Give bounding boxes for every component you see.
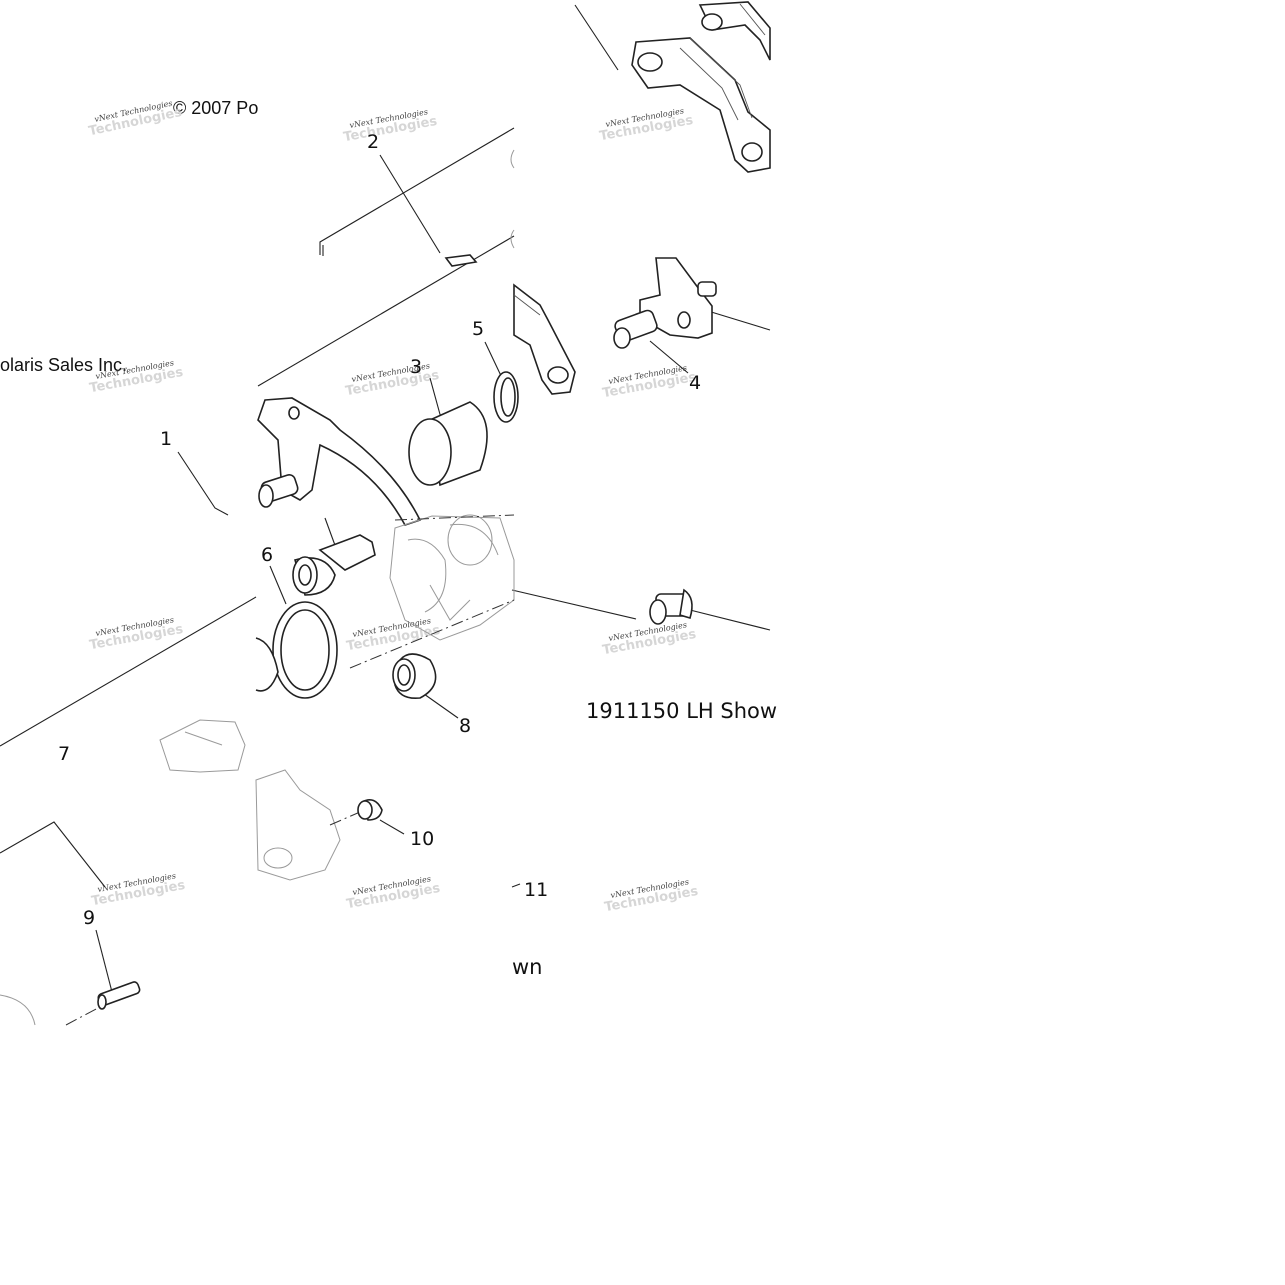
- note-fragment: wn: [512, 955, 543, 979]
- part-3-piston: [408, 401, 488, 487]
- callout-5: 5: [472, 318, 484, 340]
- callout-2: 2: [367, 131, 379, 153]
- mounting-bracket: [513, 283, 576, 395]
- callout-10: 10: [410, 828, 434, 850]
- watermark: Technologies vNext Technologies: [90, 871, 186, 909]
- watermark: Technologies vNext Technologies: [345, 874, 441, 912]
- watermark: Technologies vNext Technologies: [598, 106, 694, 144]
- leader-9: [95, 929, 113, 993]
- leader-3: [429, 377, 442, 419]
- copyright-text: © 2007 Po: [173, 98, 258, 118]
- leader-8: [423, 693, 459, 719]
- part-10-cap: [357, 799, 383, 821]
- leader-top: [574, 4, 619, 71]
- bracket-line-mid: [257, 235, 515, 387]
- part-2-housing: [444, 149, 515, 267]
- watermark: Technologies vNext Technologies: [601, 363, 697, 401]
- leader-5: [484, 341, 504, 381]
- caliper-body: [349, 514, 515, 669]
- watermark: Technologies vNext Technologies: [603, 877, 699, 915]
- callout-8: 8: [459, 715, 471, 737]
- leader-4: [649, 340, 689, 374]
- callout-11: 11: [524, 879, 548, 901]
- watermark: Technologies vNext Technologies: [345, 616, 441, 654]
- leader-4b: [707, 310, 771, 331]
- leader-bolt: [511, 589, 637, 620]
- caliper-bolt: [649, 588, 693, 625]
- callout-9: 9: [83, 907, 95, 929]
- leader-6: [269, 565, 287, 605]
- leader-10: [379, 819, 405, 835]
- leader-11: [511, 883, 521, 888]
- watermark: Technologies vNext Technologies: [87, 99, 183, 140]
- part-8-boot: [392, 653, 437, 700]
- part-4-slide-pin-bracket: [613, 257, 717, 349]
- slide-pin: [292, 534, 376, 596]
- company-text: olaris Sales Inc.: [0, 355, 127, 375]
- watermark: Technologies vNext Technologies: [342, 107, 438, 145]
- part-1-caliper-bracket: [257, 397, 422, 526]
- callout-3: 3: [410, 356, 422, 378]
- bracket-line-bottom: [0, 821, 106, 888]
- leader-1: [177, 451, 229, 516]
- brake-pad-inner: [631, 37, 771, 173]
- part-9-bleeder-screw: [0, 981, 141, 1026]
- bracket-line-top: [319, 127, 515, 255]
- callout-1: 1: [160, 428, 172, 450]
- leader-2: [379, 154, 441, 254]
- assembly-note: 1911150 LH Show: [586, 699, 777, 723]
- part-5-seal: [493, 371, 519, 423]
- leader-bolt-b: [689, 609, 771, 631]
- watermark: Technologies vNext Technologies: [344, 361, 440, 399]
- watermark: Technologies vNext Technologies: [601, 620, 697, 658]
- callout-7: 7: [58, 743, 70, 765]
- part-6-seal-ring: [255, 601, 338, 699]
- brake-pad-outer: [698, 1, 771, 61]
- callout-6: 6: [261, 544, 273, 566]
- callout-4: 4: [689, 372, 701, 394]
- lower-caliper-ghost: [159, 719, 361, 881]
- leader-pin: [324, 517, 337, 549]
- bracket-line-low: [0, 596, 257, 747]
